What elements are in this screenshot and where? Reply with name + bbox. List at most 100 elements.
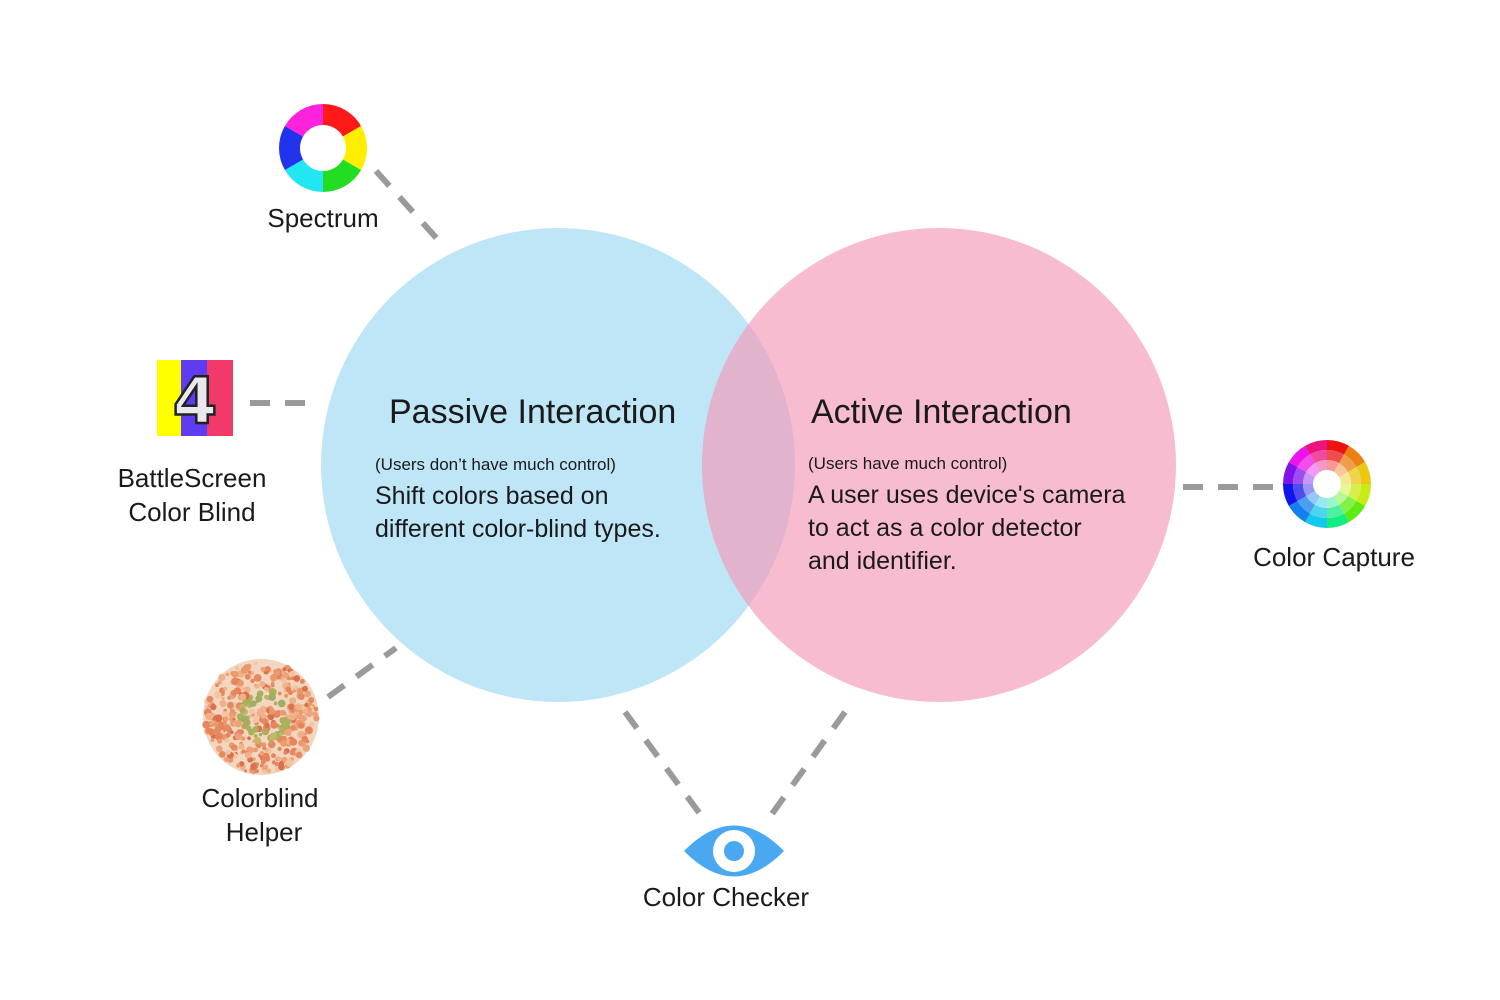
plate-dot bbox=[225, 749, 231, 755]
plate-dot bbox=[289, 738, 298, 746]
plate-dot bbox=[309, 722, 314, 727]
passive-title: Passive Interaction bbox=[389, 393, 677, 431]
plate-dot bbox=[259, 681, 266, 688]
wheel-segment bbox=[1339, 496, 1357, 514]
plate-dot bbox=[277, 746, 282, 751]
plate-dot bbox=[277, 691, 282, 696]
plate-dot bbox=[205, 705, 210, 710]
plate-dot bbox=[223, 716, 229, 722]
plate-dot bbox=[250, 763, 258, 771]
plate-dot bbox=[289, 713, 296, 721]
plate-dot bbox=[250, 678, 255, 684]
wheel-segment bbox=[1310, 504, 1327, 518]
plate-dot bbox=[296, 687, 304, 695]
connector-spectrum bbox=[373, 168, 443, 245]
plate-dot bbox=[250, 768, 257, 775]
plate-dot bbox=[270, 721, 278, 729]
wheel-segment bbox=[1303, 484, 1315, 496]
plate-dot bbox=[258, 732, 263, 737]
plate-dot bbox=[266, 768, 272, 774]
plate-dot bbox=[212, 715, 218, 720]
plate-dot bbox=[241, 715, 249, 723]
plate-dot bbox=[276, 756, 281, 761]
plate-dot bbox=[304, 690, 311, 698]
connector-checker-active bbox=[766, 710, 848, 820]
plate-dot bbox=[267, 740, 276, 749]
passive-desc-line-2: different color-blind types. bbox=[375, 515, 661, 543]
plate-dot bbox=[283, 728, 291, 736]
plate-dot bbox=[289, 697, 297, 705]
wheel-segment bbox=[1293, 467, 1307, 484]
plate-dot bbox=[259, 706, 267, 714]
plate-dot bbox=[215, 683, 219, 688]
wheel-segment bbox=[1344, 445, 1366, 467]
plate-dot bbox=[253, 747, 258, 753]
plate-dot bbox=[218, 751, 226, 758]
plate-dot bbox=[218, 673, 226, 681]
wheel-segment bbox=[1339, 484, 1351, 496]
plate-dot bbox=[301, 735, 309, 743]
wheel-segment bbox=[1288, 501, 1310, 523]
plate-dot bbox=[313, 706, 319, 712]
plate-dot bbox=[250, 700, 257, 707]
active-desc-line-1: A user uses device's camera bbox=[808, 481, 1126, 509]
battlescreen-label-line-2: Color Blind bbox=[128, 497, 256, 527]
plate-dot bbox=[281, 677, 288, 684]
plate-dot bbox=[260, 759, 266, 765]
plate-dot bbox=[280, 739, 288, 747]
wheel-segment bbox=[1327, 504, 1344, 518]
active-note: (Users have much control) bbox=[808, 454, 1008, 473]
battlescreen-label-line-1: BattleScreen bbox=[117, 463, 267, 493]
plate-dot bbox=[234, 720, 242, 728]
plate-dot bbox=[241, 749, 246, 754]
wheel-segment bbox=[1339, 472, 1351, 484]
plate-dot bbox=[285, 758, 294, 767]
color-wheel-icon bbox=[1283, 440, 1371, 528]
plate-dot bbox=[295, 703, 302, 711]
plate-dot bbox=[302, 744, 310, 752]
plate-dot bbox=[302, 708, 309, 714]
plate-dot bbox=[273, 701, 278, 706]
plate-dot bbox=[229, 708, 236, 715]
plate-dot bbox=[245, 751, 252, 759]
plate-dot bbox=[312, 711, 318, 717]
plate-dot bbox=[227, 701, 234, 709]
plate-dot bbox=[260, 713, 267, 719]
plate-dot bbox=[270, 683, 275, 688]
spectrum-label: Spectrum bbox=[267, 203, 379, 233]
plate-dot bbox=[264, 686, 268, 691]
color-ring-icon bbox=[278, 103, 368, 193]
wheel-segment bbox=[1356, 484, 1371, 506]
plate-dot bbox=[262, 769, 267, 774]
plate-dot bbox=[217, 738, 223, 744]
plate-dot bbox=[269, 708, 276, 715]
plate-dot bbox=[281, 671, 285, 675]
plate-dot bbox=[256, 690, 264, 697]
wheel-segment bbox=[1356, 462, 1371, 484]
plate-dot bbox=[267, 713, 275, 721]
wheel-segment bbox=[1344, 501, 1366, 523]
plate-dot bbox=[205, 712, 213, 721]
plate-dot bbox=[205, 727, 212, 734]
plate-dot bbox=[253, 734, 258, 738]
wheel-segment bbox=[1327, 496, 1339, 508]
connector-checker-passive bbox=[622, 710, 706, 820]
wheel-segment bbox=[1327, 440, 1349, 455]
wheel-segment bbox=[1347, 484, 1361, 501]
wheel-segment bbox=[1283, 484, 1298, 506]
plate-dot bbox=[249, 708, 255, 715]
plate-dot bbox=[297, 731, 305, 739]
plate-dot bbox=[237, 679, 244, 687]
wheel-segment bbox=[1334, 491, 1348, 505]
connectors bbox=[250, 168, 1280, 820]
plate-dot bbox=[223, 686, 228, 691]
number-four-glyph: 4 bbox=[173, 365, 218, 436]
wheel-segment bbox=[1327, 450, 1344, 464]
plate-dot bbox=[308, 697, 315, 704]
plate-dot bbox=[302, 685, 308, 692]
plate-dot bbox=[261, 752, 270, 761]
plate-dot bbox=[239, 707, 246, 714]
plate-dot bbox=[279, 724, 284, 729]
